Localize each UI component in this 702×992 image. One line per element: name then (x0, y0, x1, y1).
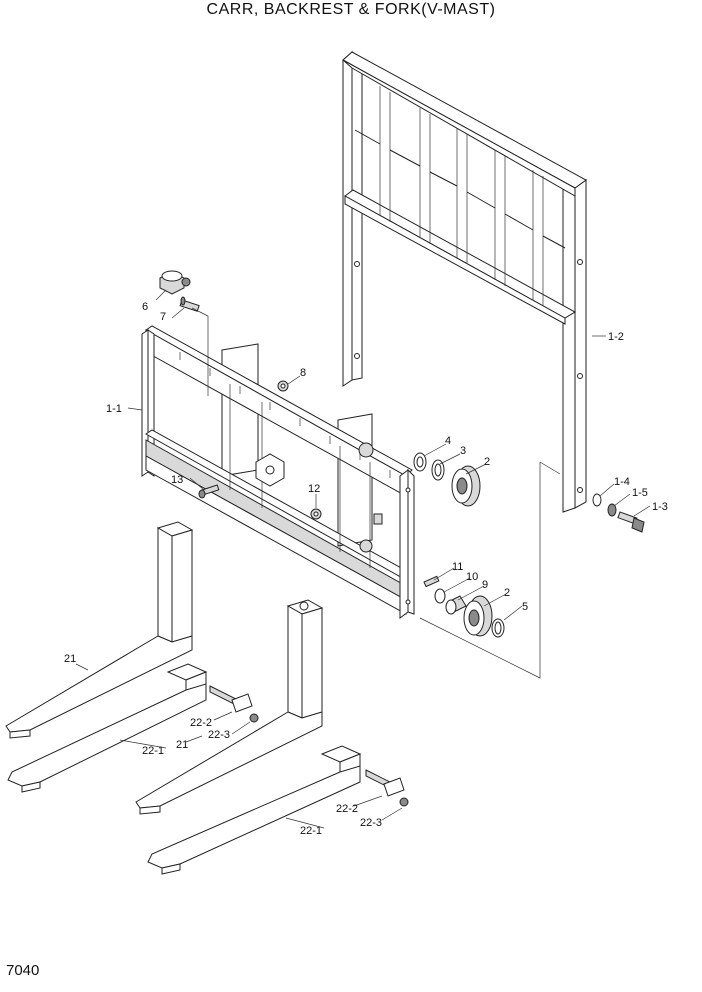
callout-6: 6 (142, 301, 148, 313)
callout-9: 9 (482, 579, 488, 591)
callout-4: 4 (445, 435, 451, 447)
callout-1-2: 1-2 (608, 331, 624, 343)
part-3-shim (431, 459, 445, 481)
callout-22-3-right: 22-3 (360, 817, 382, 829)
callout-11: 11 (452, 561, 463, 573)
callout-22-1-right: 22-1 (300, 825, 322, 837)
callout-2-upper: 2 (484, 456, 490, 468)
part-7-bolt (179, 296, 200, 312)
part-9-bushing (445, 595, 467, 615)
callout-12: 12 (308, 483, 320, 495)
callout-22-2-left: 22-2 (190, 717, 212, 729)
callout-7: 7 (160, 311, 166, 323)
callout-22-1-left: 22-1 (142, 745, 164, 757)
part-1-5-washer (607, 503, 617, 517)
part-5-snap-ring (491, 618, 505, 638)
callout-labels: 1-2 6 7 8 1-1 4 3 2 13 12 1-4 1-5 1-3 11… (64, 301, 668, 837)
part-1-4-washer (592, 493, 602, 507)
callout-2-lower: 2 (504, 587, 510, 599)
diagram-title: CARR, BACKREST & FORK(V-MAST) (206, 1, 496, 18)
part-10-washer (434, 588, 446, 604)
part-6-fitting (159, 270, 191, 295)
callout-5: 5 (522, 601, 528, 613)
callout-3: 3 (460, 445, 466, 457)
callout-1-3: 1-3 (652, 501, 668, 513)
callout-22-3-left: 22-3 (208, 729, 230, 741)
part-12-nut (310, 508, 322, 520)
fork-left (5, 521, 259, 793)
callout-21-left: 21 (64, 653, 76, 665)
backrest (342, 50, 588, 513)
part-13-bolt (198, 484, 220, 499)
part-1-3-bolt (617, 511, 645, 533)
callout-21-right: 21 (176, 739, 188, 751)
part-11-pin (423, 575, 440, 588)
fork-right (135, 599, 409, 875)
callout-1-4: 1-4 (614, 476, 630, 488)
callout-10: 10 (466, 571, 478, 583)
leader-lines (75, 289, 651, 829)
page-number: 7040 (6, 962, 40, 979)
callout-22-2-right: 22-2 (336, 803, 358, 815)
part-2-roller-upper (451, 465, 481, 507)
callout-1-5: 1-5 (632, 487, 648, 499)
callout-13: 13 (171, 474, 183, 486)
part-4-washer (413, 452, 427, 472)
callout-8: 8 (300, 367, 306, 379)
carriage (141, 325, 415, 619)
callout-1-1: 1-1 (106, 403, 122, 415)
part-2-roller-lower (463, 595, 493, 637)
part-8-nut (277, 380, 289, 392)
